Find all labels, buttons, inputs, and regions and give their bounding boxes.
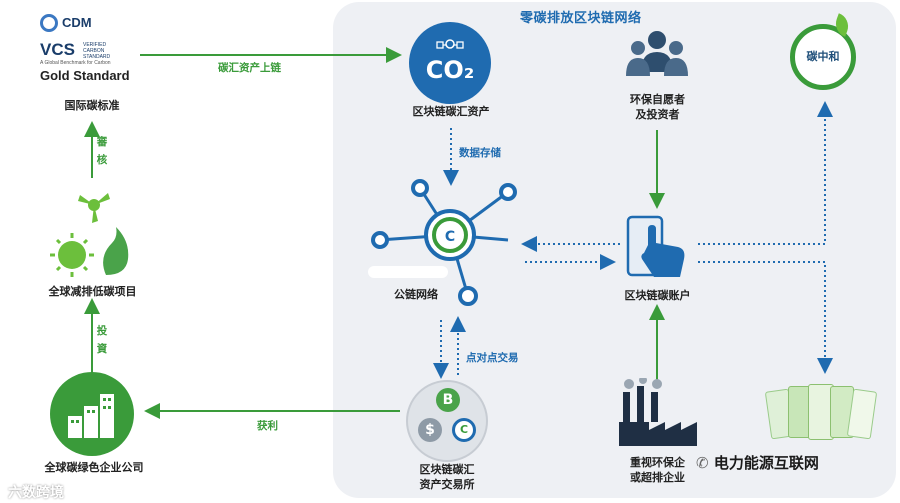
diagram-title: 零碳排放区块链网络 [520, 11, 642, 26]
app-screens-icon [764, 384, 878, 442]
carbon-neutral-icon: 碳中和 [790, 13, 856, 90]
intl-standard-label: 国际碳标准 [64, 99, 120, 112]
vcs-logo-text: VCS [40, 40, 75, 59]
co2-coin-icon: C [452, 418, 476, 442]
global-projects-label: 全球减排低碳项目 [48, 285, 137, 298]
watermark-left: 六数跨境 [8, 485, 64, 501]
bitcoin-coin-icon: B [436, 388, 460, 412]
touch-phone-icon [626, 215, 685, 277]
watermark-text: ✆ 电力能源互联网 [696, 454, 819, 472]
dollar-coin-icon: $ [418, 418, 442, 442]
label-review: 審核 [96, 136, 108, 166]
label-profit: 获利 [257, 420, 278, 432]
edge-account-neutral [698, 101, 833, 245]
cdm-logo-icon [40, 14, 58, 32]
factory-icon [619, 378, 697, 446]
co2-badge: CO₂ [425, 56, 475, 84]
standards-logos: CDM VCS VERIFIED CARBON STANDARD A Globa… [40, 14, 140, 94]
blockchain-asset-label: 区块链碳汇资产 [412, 105, 490, 118]
wechat-icon: ✆ [696, 454, 709, 472]
public-chain-label: 公链网络 [394, 288, 438, 301]
cdm-logo-text: CDM [62, 15, 92, 30]
blockchain-account-label: 区块链碳账户 [624, 289, 691, 302]
vcs-sub: VERIFIED CARBON STANDARD [83, 42, 111, 60]
volunteers-label: 环保自愿者及投资者 [630, 93, 685, 121]
exchange-icon: B $ C [406, 380, 488, 462]
exchange-label: 区块链碳汇资产交易所 [419, 463, 475, 491]
svg-text:C: C [445, 229, 455, 245]
edge-account-apps [698, 261, 833, 374]
renewable-energy-icon [50, 193, 129, 277]
enterprise-label: 重视环保企或超排企业 [630, 456, 685, 484]
co2-asset-icon: CO₂ [409, 22, 491, 104]
label-mask [368, 266, 448, 278]
label-p2p-trade: 点对点交易 [466, 352, 519, 364]
gold-standard-logo: Gold Standard [40, 68, 130, 83]
label-data-storage: 数据存储 [459, 147, 501, 159]
carbon-neutral-label: 碳中和 [806, 50, 840, 63]
label-invest: 投資 [96, 325, 108, 355]
investors-group-icon [626, 31, 688, 76]
public-chain-network-icon: C [371, 179, 517, 306]
green-company-label: 全球碳绿色企业公司 [44, 461, 144, 474]
green-company-icon [50, 372, 134, 456]
vcs-tagline: A Global Benchmark for Carbon [40, 60, 111, 66]
label-carbon-sink-onchain: 碳汇资产上链 [218, 62, 281, 74]
